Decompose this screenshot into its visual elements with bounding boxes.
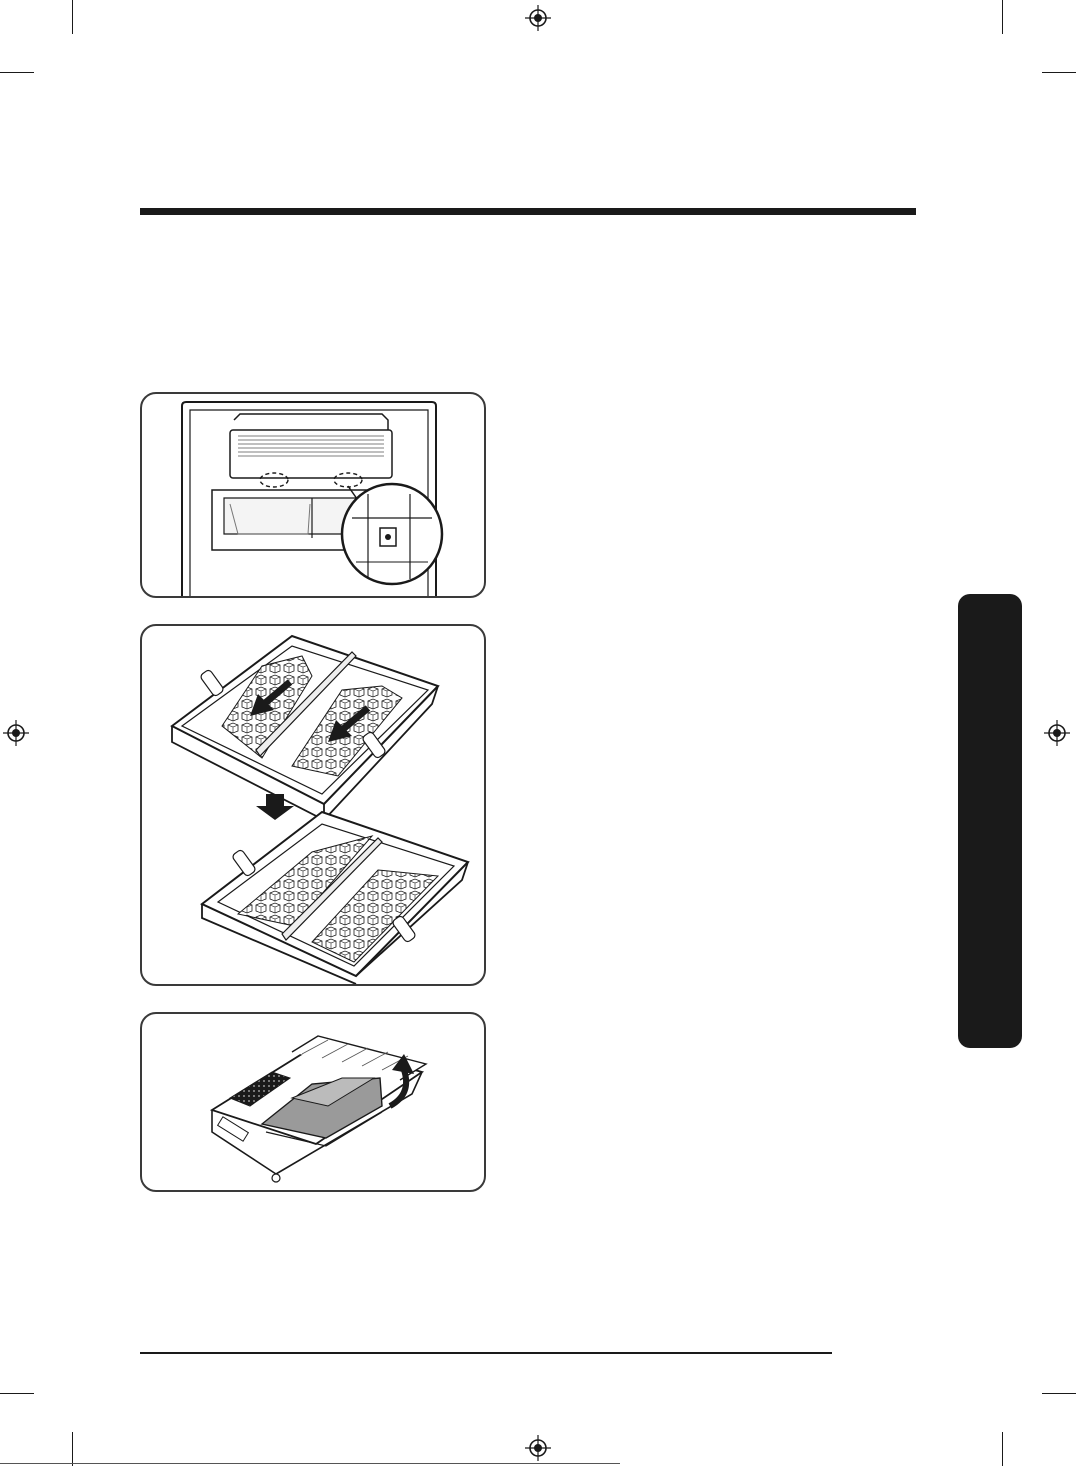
trim-mark-top-right-h	[1042, 72, 1076, 73]
level-ice-cubes-figure	[140, 624, 486, 986]
footer-rule	[140, 1352, 832, 1354]
tray-after	[202, 812, 468, 984]
trim-mark-bottom-right-h	[1042, 1393, 1076, 1394]
registration-mark-top-icon	[525, 5, 551, 31]
trim-mark-top-left-h	[0, 72, 34, 73]
ice-maker-sensor-figure	[140, 392, 486, 598]
tray-before	[172, 636, 438, 820]
registration-mark-bottom-icon	[525, 1435, 551, 1461]
bottom-bleed-line	[0, 1463, 620, 1464]
trim-mark-top-left-v	[72, 0, 73, 34]
registration-mark-left-icon	[3, 720, 29, 746]
trim-mark-bottom-right-v	[1002, 1432, 1003, 1466]
trim-mark-bottom-left-v	[72, 1432, 73, 1466]
trim-mark-top-right-v	[1002, 0, 1003, 34]
chapter-side-tab	[958, 594, 1022, 1048]
remove-ice-bucket-figure	[140, 1012, 486, 1192]
registration-mark-right-icon	[1044, 720, 1070, 746]
section-title-rule	[140, 208, 916, 215]
trim-mark-bottom-left-h	[0, 1393, 34, 1394]
